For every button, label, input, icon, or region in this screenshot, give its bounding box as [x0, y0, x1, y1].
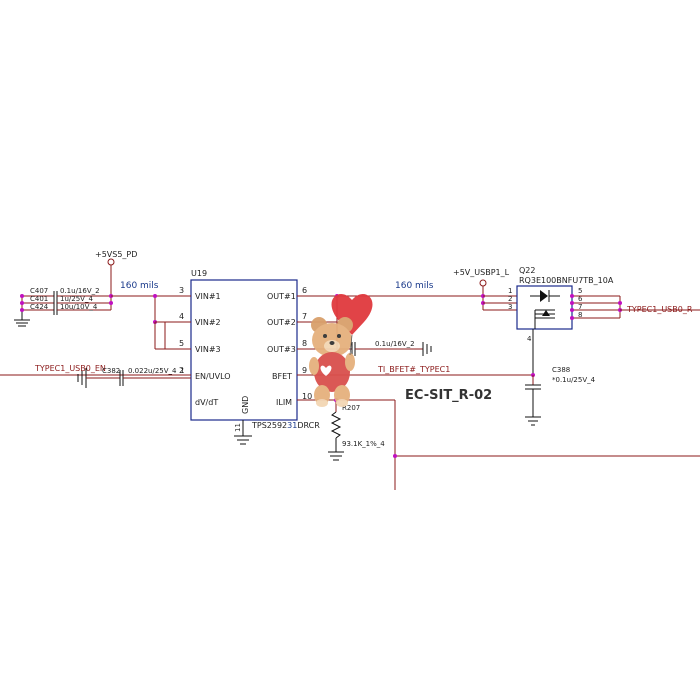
net-typec1-usb0-en: TYPEC1_USB0_EN — [34, 364, 106, 373]
cap-c382-value: 0.022u/25V_4 — [128, 367, 177, 375]
mosfet-pin-4: 4 — [527, 335, 532, 343]
resistor-r207-ref: R207 — [342, 404, 360, 412]
ic-pin-en-uvlo: EN/UVLO — [195, 372, 231, 381]
ic-pin-bfet: BFET — [272, 372, 292, 381]
ic-pin-out3: OUT#3 — [267, 345, 296, 354]
cap-c382: C382 0.022u/25V_4 1 — [77, 367, 191, 388]
ic-pin-num-4: 4 — [179, 312, 184, 321]
trace-width-left: 160 mils — [120, 281, 159, 291]
cap-c388-value: *0.1u/25V_4 — [552, 376, 596, 384]
ic-pin-ilim: ILIM — [276, 398, 292, 407]
ic-part-number: TPS259231DRCR — [251, 421, 320, 430]
ic-pin-out2: OUT#2 — [267, 318, 296, 327]
power-5vs5-pd: +5VS5_PD — [95, 250, 137, 296]
mosfet-q22-part: RQ3E100BNFU7TB_10A — [519, 276, 614, 285]
cap-bank-left: C407 0.1u/16V_2 C401 1u/25V_4 C424 10u/1… — [14, 287, 113, 327]
mosfet-pin-7: 7 — [578, 303, 582, 311]
ic-pin-vin3: VIN#3 — [195, 345, 221, 354]
cap-c424-ref: C424 — [30, 303, 49, 311]
cap-c407-value: 0.1u/16V_2 — [60, 287, 100, 295]
net-ti-bfet-typec1: TI_BFET#_TYPEC1 — [377, 365, 450, 374]
mosfet-pin-1: 1 — [508, 287, 512, 295]
mosfet-pin-5: 5 — [578, 287, 582, 295]
ic-pin-out1: OUT#1 — [267, 292, 296, 301]
ic-pin-dvdt: dV/dT — [195, 398, 218, 407]
cap-c424-value: 10u/10V_4 — [60, 303, 98, 311]
power-5vs5-pd-label: +5VS5_PD — [95, 250, 137, 259]
ic-pin-vin1: VIN#1 — [195, 292, 221, 301]
trace-width-right: 160 mils — [395, 281, 434, 291]
cap-c401-ref: C401 — [30, 295, 48, 303]
resistor-r207-value: 93.1K_1%_4 — [342, 440, 385, 448]
cap-c382-pin: 1 — [180, 367, 184, 375]
power-5v-usbp1-l: +5V_USBP1_L — [453, 268, 517, 311]
ic-pin-vin2: VIN#2 — [195, 318, 221, 327]
label-ec-sit: EC-SIT_R-02 — [405, 388, 492, 403]
cap-c401-value: 1u/25V_4 — [60, 295, 93, 303]
mosfet-pin-2: 2 — [508, 295, 512, 303]
cap-out: 0.1u/16V_2 — [351, 340, 432, 356]
ic-pin-num-6: 6 — [302, 286, 307, 295]
mosfet-pin-8: 8 — [578, 311, 582, 319]
cap-c388: C388 *0.1u/25V_4 — [525, 366, 596, 426]
ic-pin-num-5: 5 — [179, 339, 184, 348]
ic-u19: U19 3 VIN#1 4 VIN#2 5 VIN#3 5 2 EN/UVLO … — [154, 269, 320, 445]
cap-c407-ref: C407 — [30, 287, 48, 295]
ic-pin-num-9: 9 — [302, 366, 307, 375]
cap-c388-ref: C388 — [552, 366, 570, 374]
ic-pin-num-2: 2 — [179, 366, 184, 375]
ic-pin-gnd: GND — [241, 396, 250, 414]
power-5v-usbp1-l-label: +5V_USBP1_L — [453, 268, 510, 277]
ic-pin-num-11: 11 — [234, 423, 242, 432]
teddy-bear-sticker — [309, 293, 373, 407]
mosfet-pin-3: 3 — [508, 303, 512, 311]
ic-pin-num-8: 8 — [302, 339, 307, 348]
cap-c382-ref: C382 — [102, 367, 120, 375]
cap-out-value: 0.1u/16V_2 — [375, 340, 415, 348]
mosfet-q22: Q22 RQ3E100BNFU7TB_10A 1 2 3 5 6 7 8 4 — [508, 266, 700, 375]
net-typec1-usb0-r: TYPEC1_USB0_R — [626, 305, 693, 314]
mosfet-q22-ref: Q22 — [519, 266, 535, 275]
ic-pin-num-10: 10 — [302, 392, 312, 401]
mosfet-pin-6: 6 — [578, 295, 583, 303]
ic-pin-num-3: 3 — [179, 286, 184, 295]
ic-pin-num-7: 7 — [302, 312, 307, 321]
resistor-r207: R207 93.1K_1%_4 — [328, 404, 385, 461]
ic-u19-ref: U19 — [191, 269, 207, 278]
